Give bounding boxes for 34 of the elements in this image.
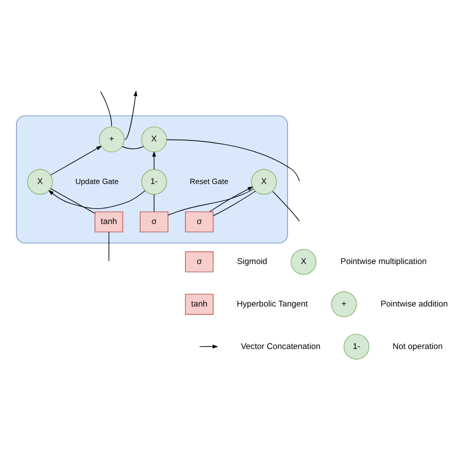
node-circle: + [98,126,125,152]
node-circle: + [331,290,357,317]
connector [100,90,112,126]
cluster [16,114,288,243]
legend-label: Vector Concatenation [240,340,320,350]
arrow [124,90,138,140]
node-circle: 1- [344,333,370,360]
connector [122,146,144,149]
node-box: tanh [94,210,124,232]
label: Reset Gate [190,176,228,186]
arrow [48,189,146,209]
connector [108,231,110,261]
node-circle: X [141,126,167,152]
node-label: Sigmoid [237,256,268,266]
node-label: Pointwise addition [380,298,448,308]
node-circle: 1- [141,168,167,194]
node-box: tanh [185,293,214,314]
arrow [50,145,102,175]
node-label: Hyperbolic Tangent [236,298,308,308]
node-circle: X [290,248,316,274]
node-label: Not operation [392,340,443,350]
node-box: σ [185,210,214,232]
node-box: σ [140,210,168,232]
arrow [209,186,254,212]
connector [166,138,300,181]
node-label: Pointwise multiplication [340,256,427,266]
connector [213,190,256,216]
connector [272,190,300,221]
connector [50,188,96,214]
label: Update Gate [75,176,119,186]
connector [168,188,254,215]
node-box: σ [185,250,214,272]
arrow [152,150,156,170]
node-circle: X [251,168,277,194]
